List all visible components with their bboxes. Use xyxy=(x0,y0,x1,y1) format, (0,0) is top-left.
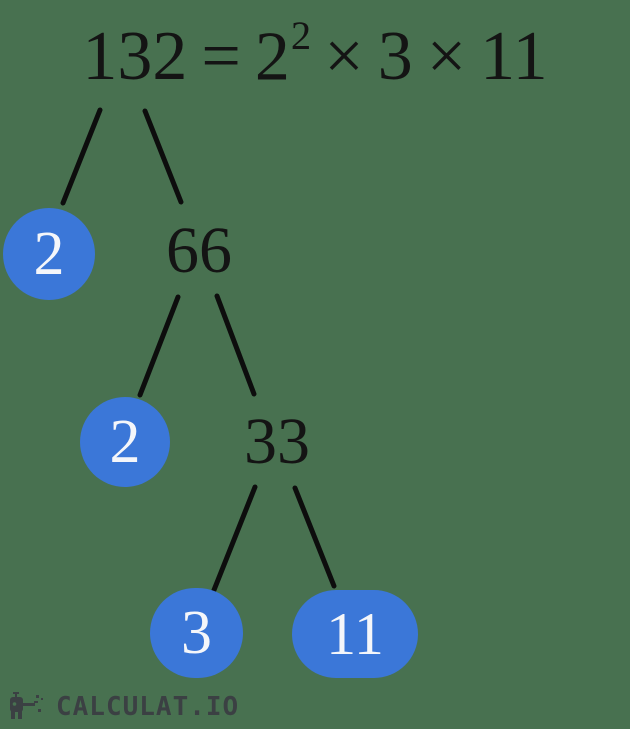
branch-132-to-66 xyxy=(142,108,184,205)
branch-66-to-2 xyxy=(137,294,181,398)
equation-number: 132 xyxy=(82,18,188,95)
composite-node-66: 66 xyxy=(166,214,232,287)
prime-node-2a: 2 xyxy=(3,208,95,300)
equation-title: 132 = 22 × 3 × 11 xyxy=(0,14,630,100)
prime-node-2b: 2 xyxy=(80,397,170,487)
equation-power-base: 2 xyxy=(254,18,290,96)
times-sign-1: × xyxy=(324,18,364,95)
branch-132-to-2 xyxy=(60,107,103,206)
times-sign-2: × xyxy=(426,18,467,95)
equation-factor-3: 3 xyxy=(377,18,413,95)
branch-66-to-33 xyxy=(214,293,257,397)
equation-factor-11: 11 xyxy=(480,18,548,95)
branch-33-to-3 xyxy=(211,484,258,593)
prime-node-3: 3 xyxy=(150,588,243,678)
equation-power-term: 22 xyxy=(255,15,311,92)
calculatio-logo-text: CALCULAT.IO xyxy=(56,692,240,722)
calculatio-logo: CALCULAT.IO xyxy=(8,691,239,723)
branch-33-to-11 xyxy=(292,485,337,589)
composite-node-33: 33 xyxy=(244,405,310,478)
equals-sign: = xyxy=(201,18,241,95)
equation-power-exponent: 2 xyxy=(290,12,312,58)
prime-node-11: 11 xyxy=(292,590,418,678)
calculatio-robot-icon xyxy=(10,692,43,719)
